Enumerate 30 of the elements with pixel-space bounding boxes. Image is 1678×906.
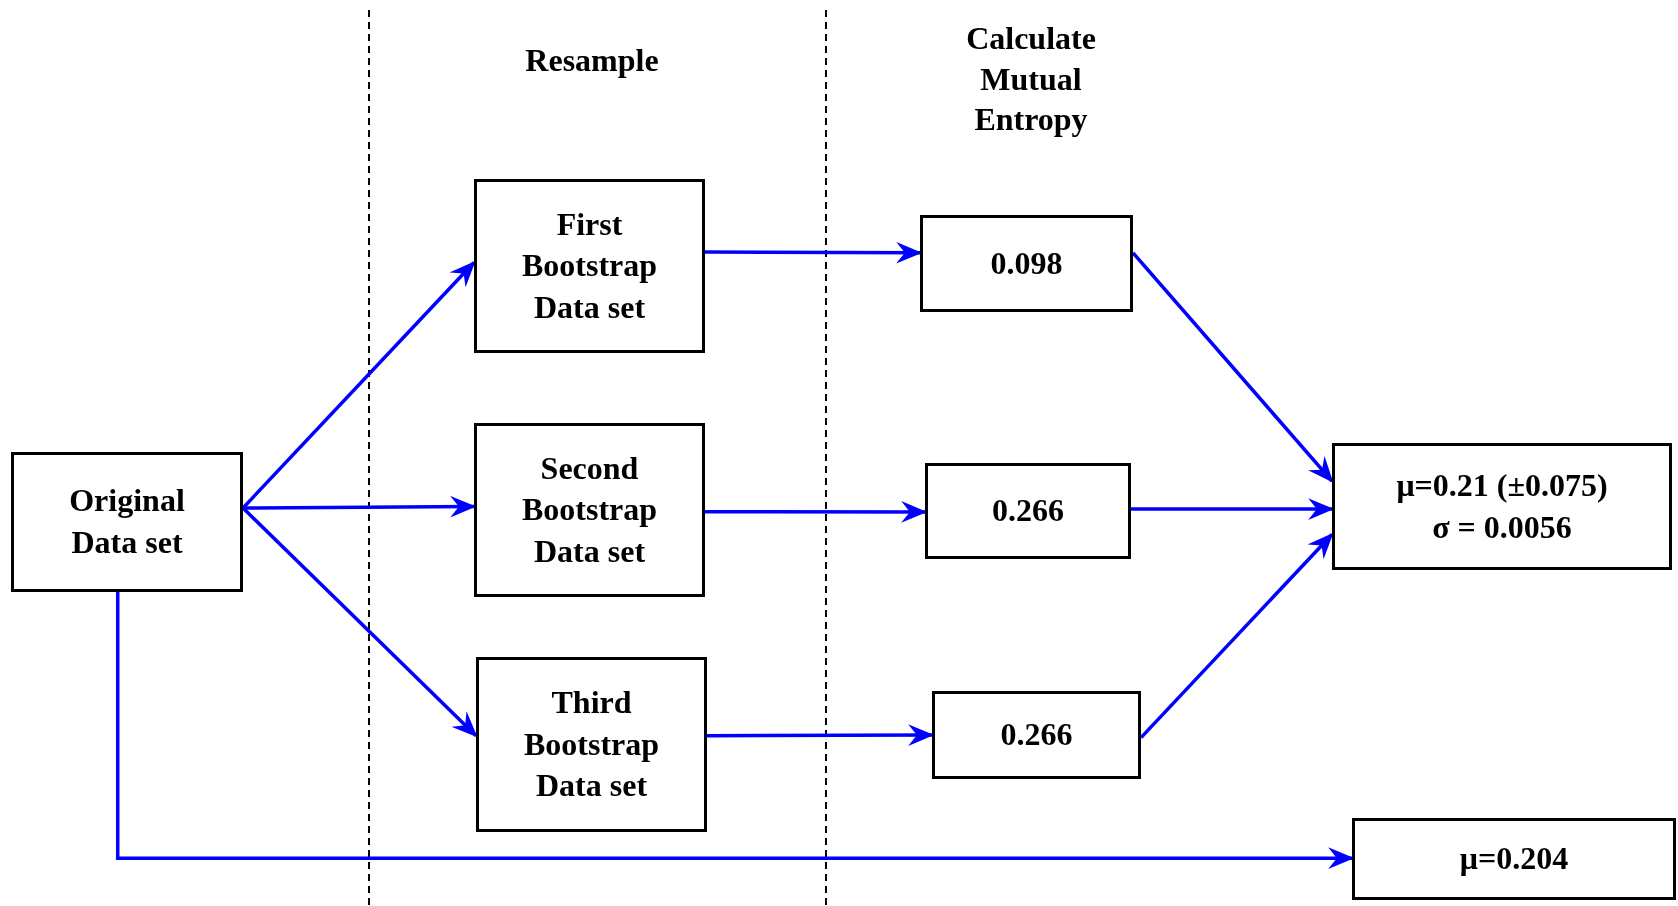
- arrow: [1131, 498, 1335, 520]
- process-box: [932, 691, 1141, 779]
- box-text: 0.266: [992, 491, 1064, 531]
- arrow: [1139, 532, 1334, 739]
- box-text: Second Bootstrap Data set: [520, 448, 659, 571]
- box-text: μ=0.21 (±0.075): [1396, 465, 1608, 505]
- box-text: Original Data set: [68, 481, 186, 562]
- box-text: 0.098: [990, 243, 1063, 283]
- box-text: First Bootstrap Data set: [520, 204, 659, 327]
- column-heading: Resample: [524, 41, 660, 80]
- arrow: [1131, 251, 1334, 483]
- arrow: [705, 501, 928, 523]
- box-text: Third Bootstrap Data set: [522, 683, 661, 806]
- process-box: [476, 657, 707, 832]
- process-box: [474, 423, 705, 597]
- box-text: σ = 0.0056: [1432, 507, 1572, 547]
- box-text: 0.266: [1000, 715, 1073, 755]
- process-box: [920, 215, 1133, 312]
- arrow: [705, 241, 923, 264]
- arrow: [707, 724, 935, 746]
- process-box: [1352, 818, 1676, 900]
- process-box: [11, 452, 243, 592]
- arrow: [115, 592, 1355, 869]
- arrow: [243, 495, 477, 518]
- process-box: [474, 179, 705, 353]
- process-box: [925, 463, 1131, 559]
- column-heading: Calculate Mutual Entropy: [965, 19, 1097, 140]
- process-box: [1332, 443, 1672, 570]
- arrow: [241, 506, 478, 738]
- box-text: μ=0.204: [1459, 839, 1569, 879]
